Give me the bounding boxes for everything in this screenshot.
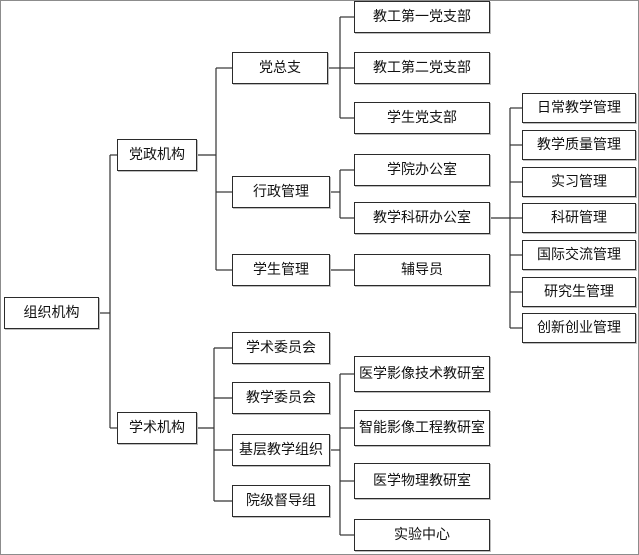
node-lab-experiment-center: 实验中心: [354, 519, 490, 551]
node-supervision-group: 院级督导组: [232, 485, 330, 517]
node-teaching-committee: 教学委员会: [232, 382, 330, 414]
node-party-branch: 党总支: [232, 52, 328, 84]
node-mgmt-innovation: 创新创业管理: [522, 313, 636, 343]
node-counselor: 辅导员: [354, 254, 490, 286]
node-academic-committee: 学术委员会: [232, 332, 330, 364]
node-mgmt-internship: 实习管理: [522, 167, 636, 197]
node-lab-smart-imaging: 智能影像工程教研室: [354, 410, 490, 446]
node-student-mgmt: 学生管理: [232, 254, 330, 286]
node-branch-3: 学生党支部: [354, 102, 490, 134]
node-mgmt-international: 国际交流管理: [522, 240, 636, 270]
node-root: 组织机构: [4, 297, 99, 329]
node-branch-2: 教工第二党支部: [354, 52, 490, 84]
node-lab-imaging-tech: 医学影像技术教研室: [354, 356, 490, 392]
node-mgmt-quality: 教学质量管理: [522, 130, 636, 160]
node-mgmt-graduate: 研究生管理: [522, 277, 636, 307]
node-teaching-org: 基层教学组织: [232, 434, 330, 466]
node-college-office: 学院办公室: [354, 154, 490, 186]
node-branch-1: 教工第一党支部: [354, 1, 490, 33]
node-teaching-research-office: 教学科研办公室: [354, 202, 490, 234]
node-party-gov: 党政机构: [117, 139, 197, 171]
node-mgmt-research: 科研管理: [522, 203, 636, 233]
node-mgmt-daily: 日常教学管理: [522, 93, 636, 123]
node-admin: 行政管理: [232, 176, 330, 208]
node-lab-physics: 医学物理教研室: [354, 463, 490, 499]
node-academic: 学术机构: [117, 412, 197, 444]
